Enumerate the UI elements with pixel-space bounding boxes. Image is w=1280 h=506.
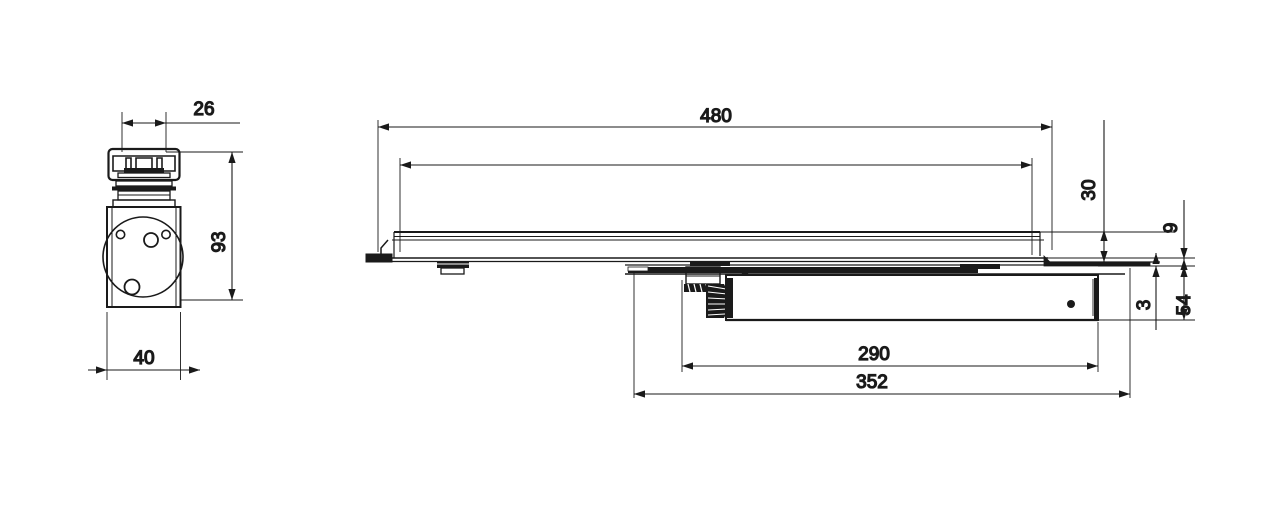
dimension-3 [1140, 253, 1172, 330]
rail-profile-end [107, 147, 181, 208]
dimension-label-480: 480 [700, 106, 732, 127]
dimension-label-352: 352 [856, 372, 888, 393]
dimension-label-290: 290 [858, 344, 890, 365]
side-view-geometry: 480 30 9 3 54 [365, 105, 1196, 398]
dimension-label-40: 40 [133, 348, 154, 369]
end-view-extension-lines [106, 112, 243, 380]
dimension-30 [1076, 120, 1112, 263]
slide-rail [365, 231, 1160, 267]
dimension-label-93: 93 [209, 231, 230, 252]
spindle-pinion [684, 266, 729, 318]
end-view-geometry: 26 93 40 [88, 98, 243, 380]
closer-body-end [102, 206, 184, 308]
dimension-label-26: 26 [193, 99, 214, 120]
dimension-label-9: 9 [1161, 223, 1182, 234]
dimension-label-30: 30 [1079, 179, 1100, 200]
closer-body-side [725, 274, 1099, 322]
dimension-label-3: 3 [1134, 300, 1155, 311]
rail-slider-block [437, 261, 469, 275]
side-view-extension-lines [377, 120, 1195, 398]
dimension-label-54: 54 [1174, 294, 1195, 316]
